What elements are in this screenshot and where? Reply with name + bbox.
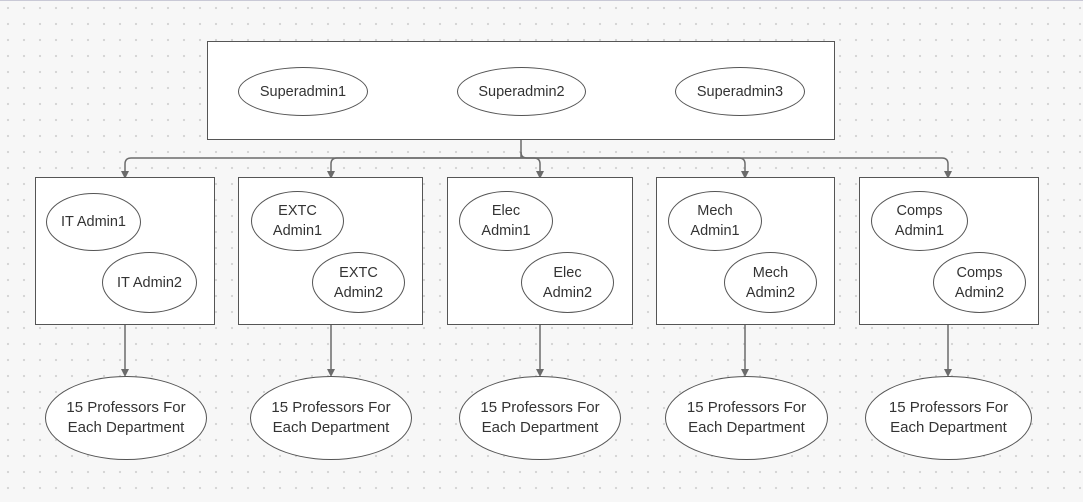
professors-node-elec: 15 Professors For Each Department (459, 376, 621, 460)
superadmin-node: Superadmin1 (238, 67, 368, 116)
dept-admin1-node: IT Admin1 (46, 193, 141, 251)
dept-admin2-node: Mech Admin2 (724, 252, 817, 313)
connector-branch (521, 157, 749, 179)
superadmin-node: Superadmin3 (675, 67, 805, 116)
superadmin-node: Superadmin2 (457, 67, 586, 116)
dept-admin2-node: Elec Admin2 (521, 252, 614, 313)
top-frame-edge (0, 0, 1083, 1)
dept-admin1-node: EXTC Admin1 (251, 191, 344, 251)
professors-node-it: 15 Professors For Each Department (45, 376, 207, 460)
professors-node-mech: 15 Professors For Each Department (665, 376, 828, 460)
professors-node-extc: 15 Professors For Each Department (250, 376, 412, 460)
dept-admin1-node: Comps Admin1 (871, 191, 968, 251)
dept-admin1-node: Elec Admin1 (459, 191, 553, 251)
connector-branch (121, 157, 521, 179)
connector-branch (520, 151, 544, 179)
dept-admin2-node: Comps Admin2 (933, 252, 1026, 313)
dept-admin1-node: Mech Admin1 (668, 191, 762, 251)
dept-admin2-node: EXTC Admin2 (312, 252, 405, 313)
dept-admin2-node: IT Admin2 (102, 252, 197, 313)
connector-branch (521, 157, 952, 179)
connector-branch (327, 157, 521, 179)
professors-node-comps: 15 Professors For Each Department (865, 376, 1032, 460)
